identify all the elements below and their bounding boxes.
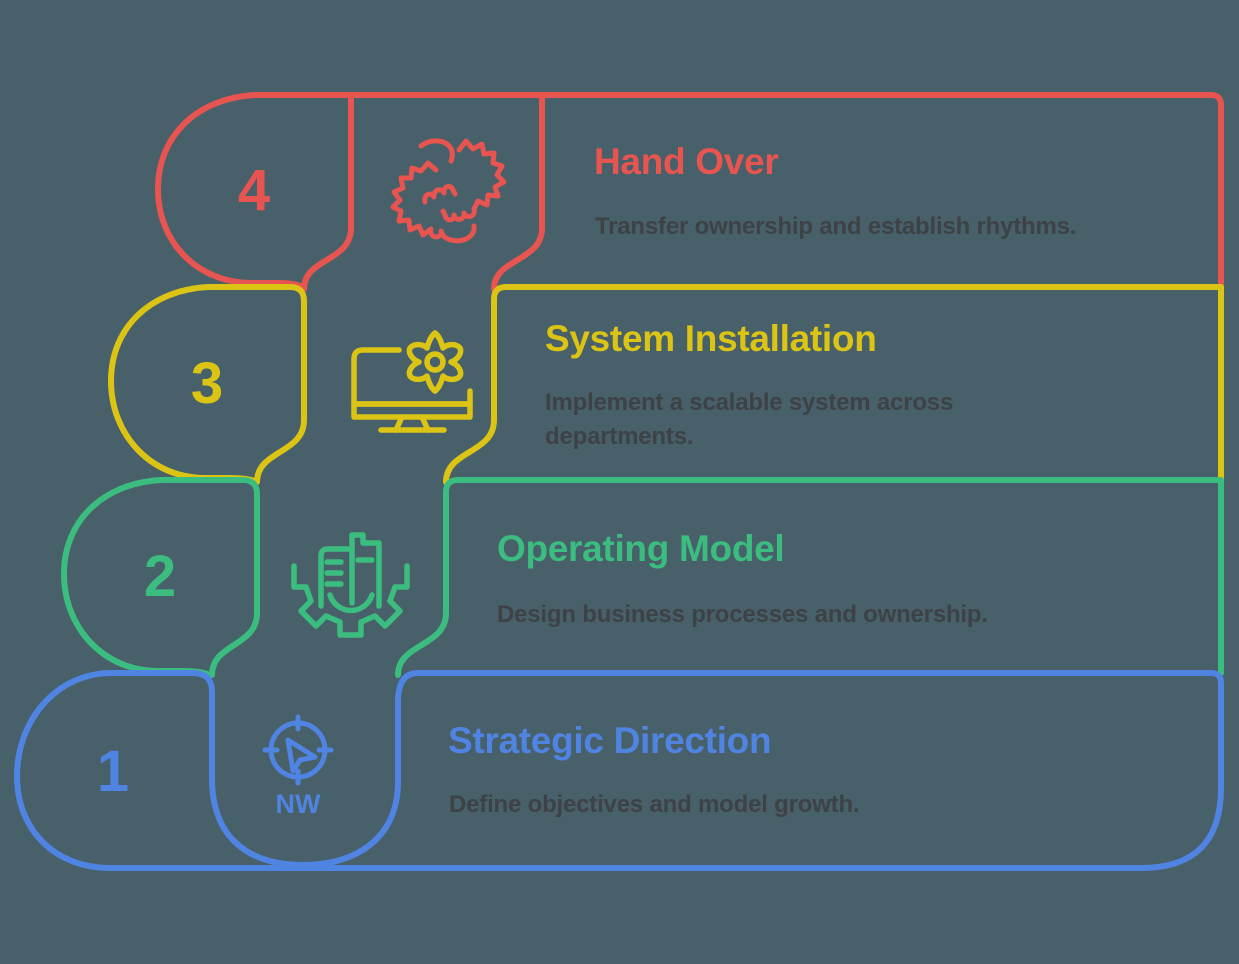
- step-3-number: 3: [190, 351, 224, 416]
- step-3-description: Implement a scalable system across depar…: [545, 389, 954, 451]
- step-4-number: 4: [237, 158, 271, 223]
- handshake-icon: [390, 138, 507, 244]
- step-2-number: 2: [143, 544, 177, 609]
- compass-icon: [262, 714, 334, 786]
- step-2-outline: [61, 477, 1224, 678]
- step-4-outline: [155, 92, 1224, 292]
- step-1-number: 1: [96, 739, 130, 804]
- compass-label: NW: [275, 789, 321, 819]
- step-2-title: Operating Model: [497, 528, 785, 569]
- step-3-title: System Installation: [545, 318, 877, 359]
- step-2-description: Design business processes and ownership.: [497, 601, 988, 628]
- step-4-description: Transfer ownership and establish rhythms…: [595, 213, 1077, 240]
- step-4-title: Hand Over: [594, 141, 779, 182]
- step-1-outline: [14, 670, 1224, 871]
- step-1-title: Strategic Direction: [448, 720, 772, 761]
- monitor-gear-icon: [351, 330, 473, 433]
- gear-document-icon: [291, 532, 410, 638]
- step-1-description: Define objectives and model growth.: [449, 791, 860, 818]
